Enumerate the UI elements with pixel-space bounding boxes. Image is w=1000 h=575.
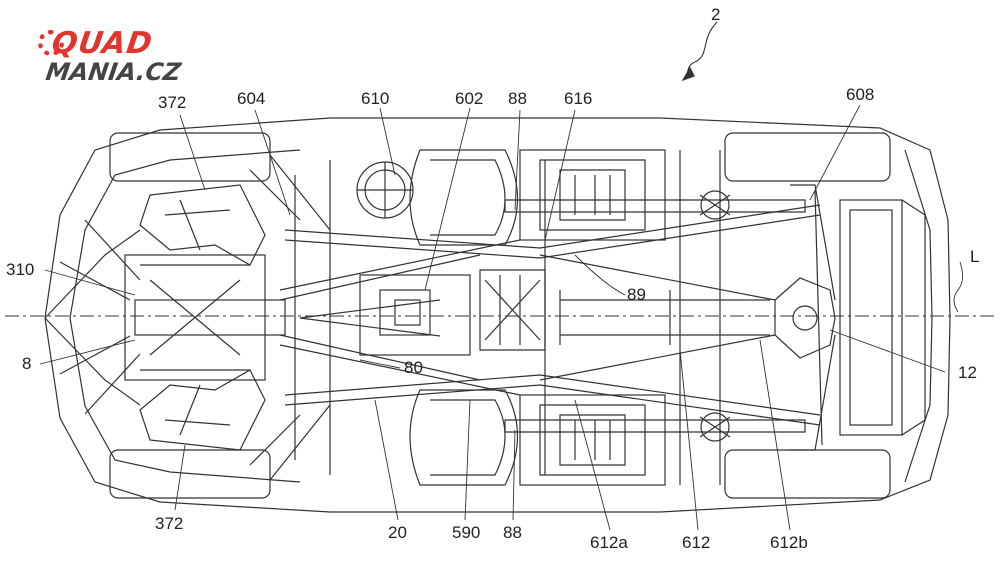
ref-590: 590 [452, 524, 480, 541]
ref-88-top: 88 [508, 90, 527, 107]
leader-lines [40, 105, 963, 530]
trailing-arm-bottom [505, 420, 805, 432]
roll-bar-top [410, 150, 518, 245]
ref-602: 602 [455, 90, 483, 107]
ref-608: 608 [846, 86, 874, 103]
ref-310: 310 [6, 261, 34, 278]
ref-612b: 612b [770, 534, 808, 551]
ref-372-bottom: 372 [155, 515, 183, 532]
ref-610: 610 [361, 90, 389, 107]
ref-604: 604 [237, 90, 265, 107]
ref-89: 89 [627, 286, 646, 303]
ref-80: 80 [404, 359, 423, 376]
ref-20: 20 [388, 524, 407, 541]
wheel-rear-bottom [725, 450, 890, 498]
ref-616: 616 [564, 90, 592, 107]
ref-12: 12 [958, 364, 977, 381]
ref-L: L [970, 248, 979, 265]
ref-612: 612 [682, 534, 710, 551]
figure-number: 2 [711, 6, 720, 23]
rear-bumper [840, 200, 902, 435]
nose [45, 220, 140, 414]
ref-612a: 612a [590, 534, 628, 551]
ref-8: 8 [22, 355, 31, 372]
logo-text-top: QUAD [50, 26, 156, 61]
quadmania-logo[interactable]: QUAD MANIA.CZ [38, 26, 178, 96]
ref-372-top: 372 [158, 94, 186, 111]
logo-text-bottom: MANIA.CZ [44, 58, 183, 86]
wheel-front-top [110, 133, 270, 181]
roll-bar-bottom [410, 390, 518, 485]
rear-differential [775, 278, 835, 358]
trailing-arm-top [505, 200, 805, 212]
ref-88-bottom: 88 [503, 524, 522, 541]
body-outline [45, 118, 950, 512]
engine [360, 275, 470, 355]
front-arm-top [140, 185, 265, 265]
wheel-rear-top [725, 133, 890, 181]
front-arm-bottom [140, 370, 265, 450]
